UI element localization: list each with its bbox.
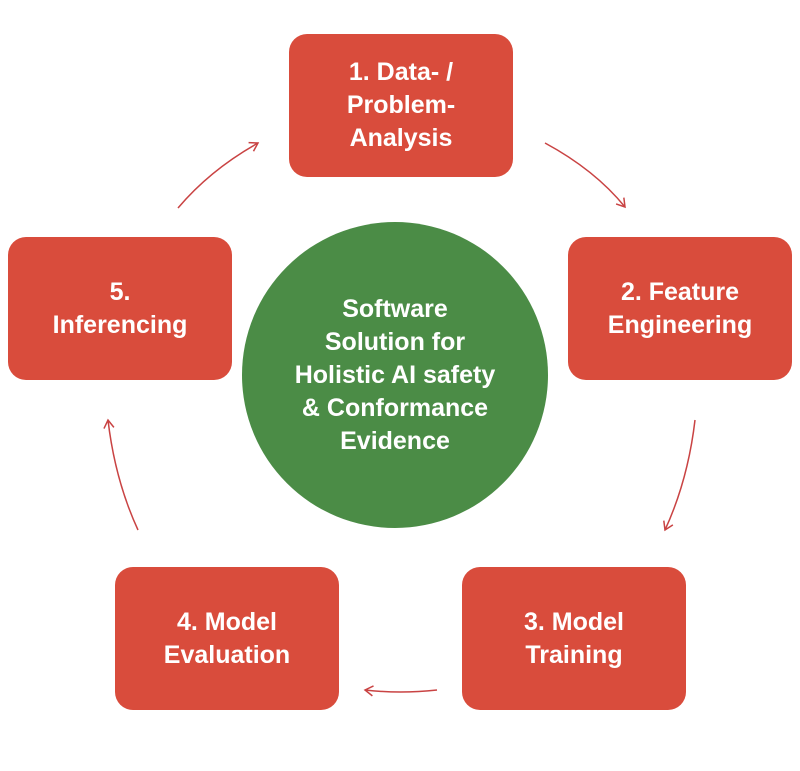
arrow-2-to-3 — [663, 419, 696, 532]
step-label: 4. Model Evaluation — [163, 607, 291, 669]
step-label: 3. Model Training — [523, 607, 624, 669]
step-label: 2. Feature Engineering — [607, 277, 753, 339]
step-model-evaluation: 4. Model Evaluation — [115, 567, 339, 710]
arrow-3-to-4 — [363, 685, 438, 697]
step-label: 1. Data- / Problem- Analysis — [346, 58, 456, 152]
step-data-problem-analysis: 1. Data- / Problem- Analysis — [289, 34, 513, 177]
step-model-training: 3. Model Training — [462, 567, 686, 710]
arrow-1-to-2 — [544, 142, 626, 209]
center-circle: Software Solution for Holistic AI safety… — [242, 222, 548, 528]
center-label: Software Solution for Holistic AI safety… — [294, 294, 496, 455]
arrow-4-to-5 — [103, 418, 139, 531]
step-feature-engineering: 2. Feature Engineering — [568, 237, 792, 380]
step-label: 5. Inferencing — [52, 277, 188, 339]
step-inferencing: 5. Inferencing — [8, 237, 232, 380]
arrow-5-to-1 — [177, 141, 260, 209]
